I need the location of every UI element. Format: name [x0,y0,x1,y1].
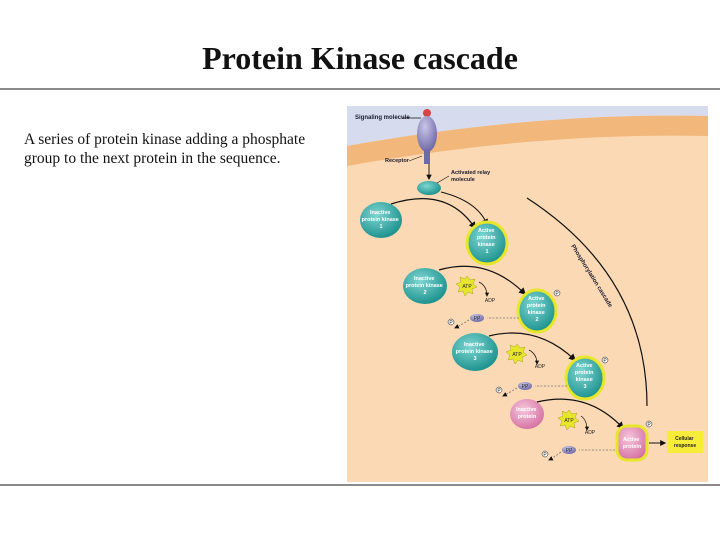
phosphatase-1 [470,314,484,322]
activated-relay-label: Activated relay molecule [451,170,492,183]
inactive-protein-kinase-3 [452,333,498,371]
signaling-molecule [423,109,431,117]
phosphatase-2 [518,382,532,390]
phosphatase-3 [562,446,576,454]
signaling-molecule-label: Signaling molecule [355,115,410,121]
adp-label-2: ADP [535,364,546,370]
phosphate-label-3: P [603,358,607,364]
cellular-response-box [667,431,703,453]
phosphate-label-6: P [543,452,547,458]
phosphate-label-4: P [497,388,501,394]
active-kinase-1-label: Active protein kinase 1 [477,228,497,255]
inactive-kinase-1-label: Inactive protein kinase 1 [362,210,401,230]
plasma-membrane [347,115,708,166]
atp-label-3: ATP [564,418,574,424]
receptor [417,116,437,152]
pp-label-3: PP [566,448,573,454]
atp-label-2: ATP [512,352,522,358]
phosphate-label-5: P [647,422,651,428]
receptor-label: Receptor [385,158,410,164]
inactive-kinase-2-label: Inactive protein kinase 2 [406,276,445,296]
pp-label-1: PP [474,316,481,322]
kinase-cascade-diagram: Signaling molecule Receptor Activated re… [347,106,708,482]
active-protein [615,424,649,462]
phosphate-label-1: P [555,291,559,297]
inactive-kinase-3-label: Inactive protein kinase 3 [456,342,495,362]
atp-label-1: ATP [462,284,472,290]
atp-burst-3 [557,409,580,431]
cascade-bracket [526,197,648,407]
atp-burst-2 [505,343,528,365]
adp-label-1: ADP [485,298,496,304]
slide-description: A series of protein kinase adding a phos… [24,131,306,167]
active-kinase-2-label: Active protein kinase 2 [527,296,547,323]
active-protein-label: Active protein [623,437,642,450]
inactive-protein [510,399,544,429]
active-protein-kinase-3 [564,355,606,401]
inactive-protein-kinase-1 [360,202,402,238]
inactive-protein-kinase-2 [403,268,447,304]
inactive-protein-label: Inactive protein [516,407,538,420]
atp-burst-1 [455,275,478,297]
bottom-divider [0,484,720,486]
active-protein-kinase-2 [516,288,558,334]
top-divider [0,88,720,90]
extracellular-space [347,106,708,146]
active-protein-kinase-1 [465,220,509,266]
activated-relay-molecule [417,181,441,195]
phosphate-label-2: P [449,320,453,326]
adp-label-3: ADP [585,430,596,436]
pp-label-2: PP [522,384,529,390]
active-kinase-3-label: Active protein kinase 3 [575,363,595,390]
cellular-response-label: Cellular response [674,436,696,449]
slide-title: Protein Kinase cascade [202,40,518,76]
